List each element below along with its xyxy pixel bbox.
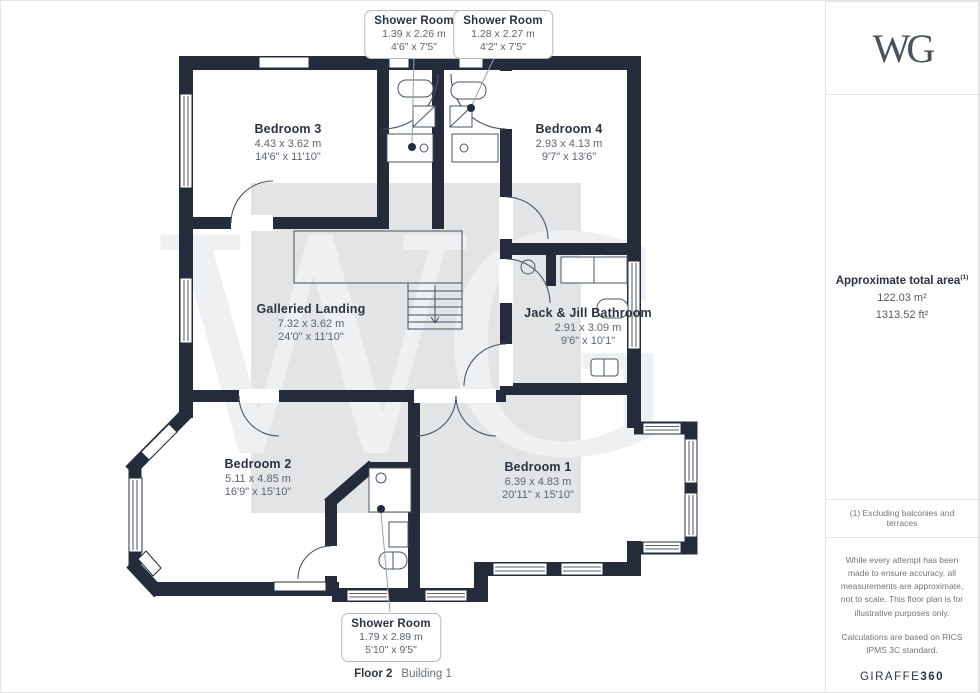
brand-bold: 360 [920, 671, 945, 684]
legal-box: While every attempt has been made to ens… [825, 536, 979, 692]
room-name: Bedroom 4 [535, 122, 603, 136]
room-name: Bedroom 2 [224, 457, 292, 471]
brand-regular: GIRAFFE [859, 671, 921, 684]
room-name: Bedroom 1 [504, 460, 572, 474]
jj-bathtub [596, 298, 629, 319]
info-sidebar: WG Approximate total area(1) 122.03 m² 1… [825, 1, 979, 692]
window-mullions [132, 96, 694, 598]
footnote-box: (1) Excluding balconies and terraces [825, 499, 979, 538]
room-metric: 4.43 x 3.62 m [254, 137, 322, 150]
area-title-text: Approximate total area [835, 274, 961, 287]
room-imperial: 20'11" x 15'10" [502, 489, 574, 502]
room-metric: 7.32 x 3.62 m [277, 317, 345, 330]
floor-plan-svg: WG [125, 55, 698, 613]
disclaimer-accuracy: While every attempt has been made to ens… [840, 554, 964, 618]
jj-sink [520, 259, 536, 275]
room-imperial: 16'9" x 15'10" [224, 486, 292, 499]
callout-imperial: 5'10" x 9'5" [365, 643, 417, 656]
room-name: Bedroom 3 [254, 122, 322, 136]
room-metric: 2.93 x 4.13 m [535, 137, 603, 150]
door-gaps [231, 71, 513, 576]
door-arcs [230, 73, 551, 580]
room-imperial: 24'0" x 11'10" [278, 331, 344, 344]
callout-title: Shower Room [463, 15, 543, 27]
watermark-text: WG [159, 175, 658, 524]
bottom-shower-enclosure [368, 467, 412, 513]
callout-metric: 1.28 x 2.27 m [471, 28, 535, 41]
area-title: Approximate total area(1) [836, 274, 969, 287]
room-name: Jack & Jill Bathroom [524, 306, 652, 320]
wg-logo: WG [872, 25, 936, 71]
room-imperial: 14'6" x 11'10" [255, 151, 321, 164]
room-imperial: 9'7" x 13'6" [541, 151, 597, 164]
room-imperial: 9'6" x 10'1" [560, 335, 616, 348]
windows [128, 56, 698, 602]
bottom-shower-sink [388, 521, 409, 548]
room-label-bedroom-2: Bedroom 2 5.11 x 4.85 m 16'9" x 15'10" [224, 457, 291, 500]
room-label-galleried-landing: Galleried Landing 7.32 x 3.62 m 24'0" x … [257, 302, 366, 345]
room-label-bedroom-1: Bedroom 1 6.39 x 4.83 m 20'11" x 15'10" [502, 460, 574, 503]
room-metric: 2.91 x 3.09 m [554, 321, 622, 334]
disclaimer-standard: Calculations are based on RICS IPMS 3C s… [841, 631, 963, 655]
callout-metric: 1.79 x 2.89 m [359, 631, 423, 644]
callout-title: Shower Room [351, 618, 431, 630]
room-metric: 5.11 x 4.85 m [225, 472, 291, 485]
floor-label: Floor 2 [354, 668, 393, 680]
floor-caption: Floor 2 Building 1 [354, 668, 452, 680]
giraffe360-brand: GIRAFFE360 [838, 671, 966, 683]
area-ft2: 1313.52 ft² [875, 308, 929, 321]
room-metric: 6.39 x 4.83 m [504, 475, 572, 488]
room-label-bedroom-3: Bedroom 3 4.43 x 3.62 m 14'6" x 11'10" [254, 122, 321, 165]
floor-plan-canvas: WG [1, 1, 827, 692]
area-title-superscript: (1) [960, 273, 969, 281]
callout-metric: 1.39 x 2.26 m [382, 28, 446, 41]
callout-imperial: 4'2" x 7'5" [480, 40, 526, 53]
building-label: Building 1 [401, 668, 452, 680]
bathtub-shower-b [450, 81, 487, 100]
leader-dots [377, 104, 475, 513]
room-label-bedroom-4: Bedroom 4 2.93 x 4.13 m 9'7" x 13'6" [535, 122, 602, 165]
leader-lines [380, 55, 496, 613]
callout-shower-room-bottom: Shower Room 1.79 x 2.89 m 5'10" x 9'5" [341, 613, 441, 662]
logo-box: WG [825, 1, 979, 96]
stairs-and-void [293, 230, 463, 330]
area-m2: 122.03 m² [877, 291, 927, 304]
room-label-jack-jill-bathroom: Jack & Jill Bathroom 2.91 x 3.09 m 9'6" … [524, 306, 652, 349]
callout-shower-room-top-right: Shower Room 1.28 x 2.27 m 4'2" x 7'5" [453, 10, 553, 59]
callout-imperial: 4'6" x 7'5" [391, 40, 437, 53]
callout-title: Shower Room [374, 15, 454, 27]
total-area-box: Approximate total area(1) 122.03 m² 1313… [825, 94, 979, 501]
room-name: Galleried Landing [256, 302, 366, 316]
callout-shower-room-top-left: Shower Room 1.39 x 2.26 m 4'6" x 7'5" [364, 10, 464, 59]
fixtures [368, 79, 629, 570]
shower-tray-b [451, 133, 499, 163]
bathtub-shower-a [397, 79, 434, 98]
